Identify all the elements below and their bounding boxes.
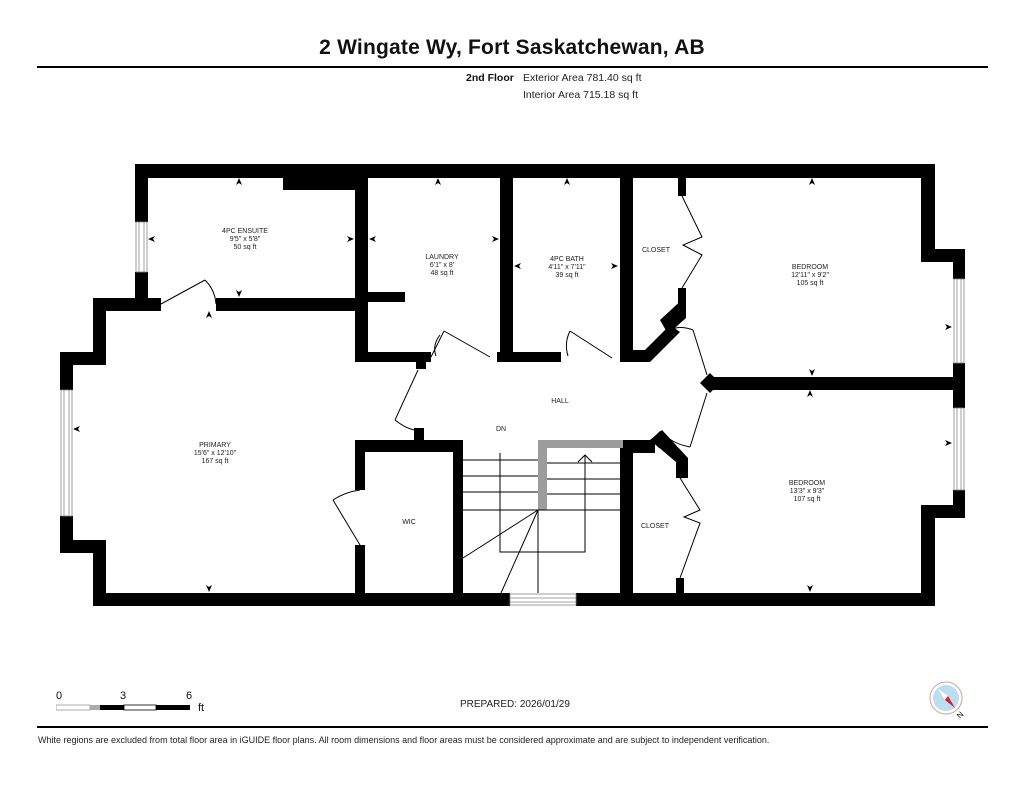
disclaimer-text: White regions are excluded from total fl… xyxy=(38,735,770,745)
svg-text:PRIMARY: PRIMARY xyxy=(199,442,231,449)
scale-tick-6: 6 xyxy=(186,690,193,702)
svg-text:105 sq ft: 105 sq ft xyxy=(797,280,824,287)
svg-text:HALL: HALL xyxy=(551,398,569,405)
room-labels: 4PC ENSUITE 9'5" x 5'8" 50 sq ft LAUNDRY… xyxy=(194,228,830,530)
svg-text:BEDROOM: BEDROOM xyxy=(789,480,825,487)
svg-text:39 sq ft: 39 sq ft xyxy=(556,272,579,279)
scale-graphic xyxy=(56,704,190,711)
svg-text:DN: DN xyxy=(496,426,506,433)
doors xyxy=(160,195,708,579)
windows xyxy=(60,221,965,606)
footer-divider xyxy=(37,726,988,728)
stair-core xyxy=(538,440,623,510)
svg-text:167 sq ft: 167 sq ft xyxy=(202,458,229,465)
svg-text:6'1" x 8': 6'1" x 8' xyxy=(430,262,454,269)
stairs xyxy=(462,453,623,594)
title-divider xyxy=(37,66,988,68)
interior-area: Interior Area 715.18 sq ft xyxy=(523,89,638,101)
north-label: N xyxy=(955,710,966,721)
svg-text:CLOSET: CLOSET xyxy=(641,523,670,530)
svg-text:BEDROOM: BEDROOM xyxy=(792,264,828,271)
svg-text:9'5" x 5'8": 9'5" x 5'8" xyxy=(230,236,261,243)
scale-tick-3: 3 xyxy=(120,690,127,702)
page-title: 2 Wingate Wy, Fort Saskatchewan, AB xyxy=(319,36,705,59)
scale-unit: ft xyxy=(198,702,205,714)
dimension-arrows xyxy=(73,178,952,592)
compass-icon: N xyxy=(928,680,968,727)
svg-text:13'3" x 9'3": 13'3" x 9'3" xyxy=(790,488,825,495)
svg-text:15'6" x 12'10": 15'6" x 12'10" xyxy=(194,450,237,457)
svg-text:4PC ENSUITE: 4PC ENSUITE xyxy=(222,228,268,235)
exterior-area: Exterior Area 781.40 sq ft xyxy=(523,72,642,84)
svg-text:4PC BATH: 4PC BATH xyxy=(550,256,584,263)
scale-tick-0: 0 xyxy=(56,690,63,702)
svg-text:50 sq ft: 50 sq ft xyxy=(234,244,257,251)
svg-text:WIC: WIC xyxy=(402,519,416,526)
prepared-date: PREPARED: 2026/01/29 xyxy=(460,699,570,710)
floor-label: 2nd Floor xyxy=(466,72,514,84)
svg-text:CLOSET: CLOSET xyxy=(642,247,671,254)
svg-text:4'11" x 7'11": 4'11" x 7'11" xyxy=(548,264,586,271)
svg-text:107 sq ft: 107 sq ft xyxy=(794,496,821,503)
svg-text:12'11" x 9'2": 12'11" x 9'2" xyxy=(791,272,829,279)
walls xyxy=(60,164,965,606)
svg-text:48 sq ft: 48 sq ft xyxy=(431,270,454,277)
svg-text:LAUNDRY: LAUNDRY xyxy=(425,254,459,261)
